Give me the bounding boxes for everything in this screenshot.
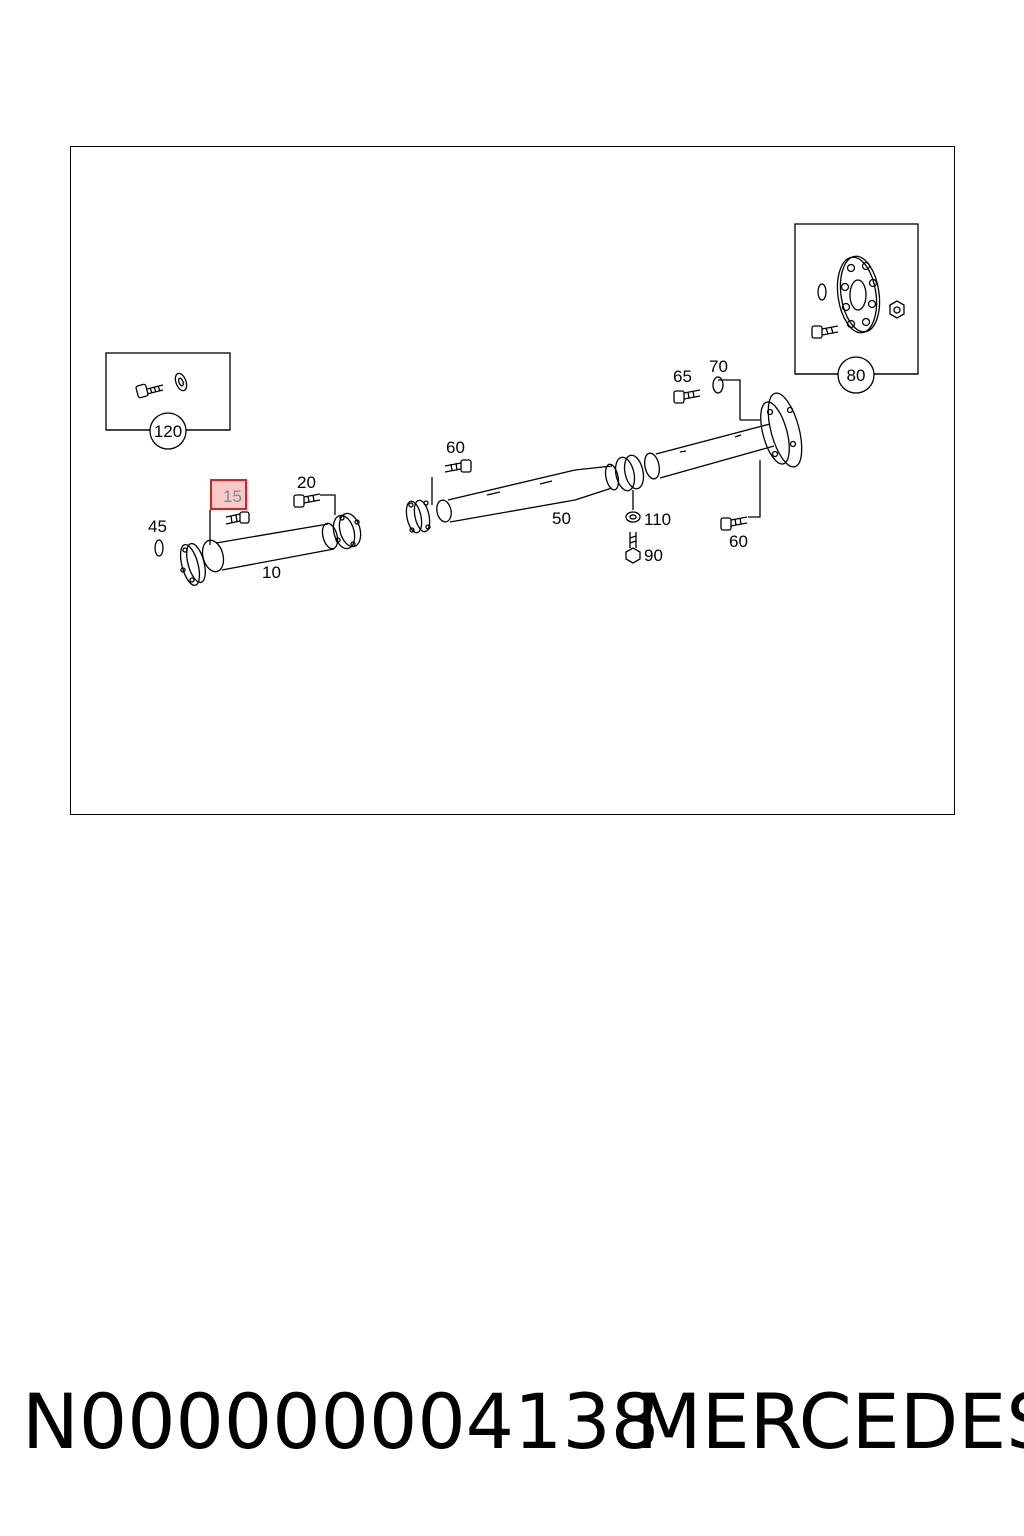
- bolt-icon: [135, 383, 164, 399]
- callout-label-80: 80: [847, 366, 866, 385]
- callout-circle-120: [149, 412, 187, 450]
- callout-label-120: 120: [154, 422, 182, 441]
- part-label-110: 110: [644, 510, 671, 529]
- propeller-shaft-diagram: 15 10 20 45 60 50 65 70 110 90 60 120 80: [105, 223, 919, 587]
- part-label-60-bottom: 60: [729, 532, 748, 551]
- bolt-15-icon: [225, 511, 250, 525]
- bolt-65-icon: [673, 389, 701, 404]
- washer-70-icon: [712, 376, 724, 394]
- part-label-70: 70: [709, 357, 728, 376]
- leader-line: [718, 379, 760, 421]
- part-label-20: 20: [297, 473, 316, 492]
- leader-line: [320, 494, 336, 515]
- part-number: N000000004138: [22, 1377, 660, 1466]
- part-label-90: 90: [644, 546, 663, 565]
- washer-110-icon: [625, 511, 641, 523]
- bolt-20-icon: [293, 493, 321, 508]
- part-label-10: 10: [262, 563, 281, 582]
- highlight-box-15[interactable]: [210, 479, 247, 510]
- bolt-90-icon: [625, 532, 641, 564]
- rear-propeller-shaft: [405, 392, 803, 534]
- brand-name: MERCEDES: [636, 1377, 1024, 1466]
- washer-icon: [817, 283, 827, 301]
- part-label-15[interactable]: 15: [223, 487, 242, 506]
- front-propeller-shaft: [179, 512, 362, 587]
- flex-disc-icon: [836, 255, 881, 334]
- bolt-60-top-icon: [444, 459, 472, 473]
- callout-circle-80: [837, 356, 875, 394]
- footer-caption: N000000004138 MERCEDES: [0, 1372, 1024, 1472]
- part-label-50: 50: [552, 509, 571, 528]
- part-label-45: 45: [148, 517, 167, 536]
- part-label-65: 65: [673, 367, 692, 386]
- inset-box-80: [794, 223, 919, 375]
- nut-icon: [889, 300, 905, 319]
- leader-line: [748, 460, 761, 518]
- washer-45-icon: [154, 539, 164, 557]
- part-label-60-top: 60: [446, 438, 465, 457]
- bolt-60-bottom-icon: [720, 516, 748, 531]
- washer-icon: [174, 372, 188, 392]
- bolt-icon: [811, 325, 839, 339]
- parts-diagram-frame: [70, 146, 955, 815]
